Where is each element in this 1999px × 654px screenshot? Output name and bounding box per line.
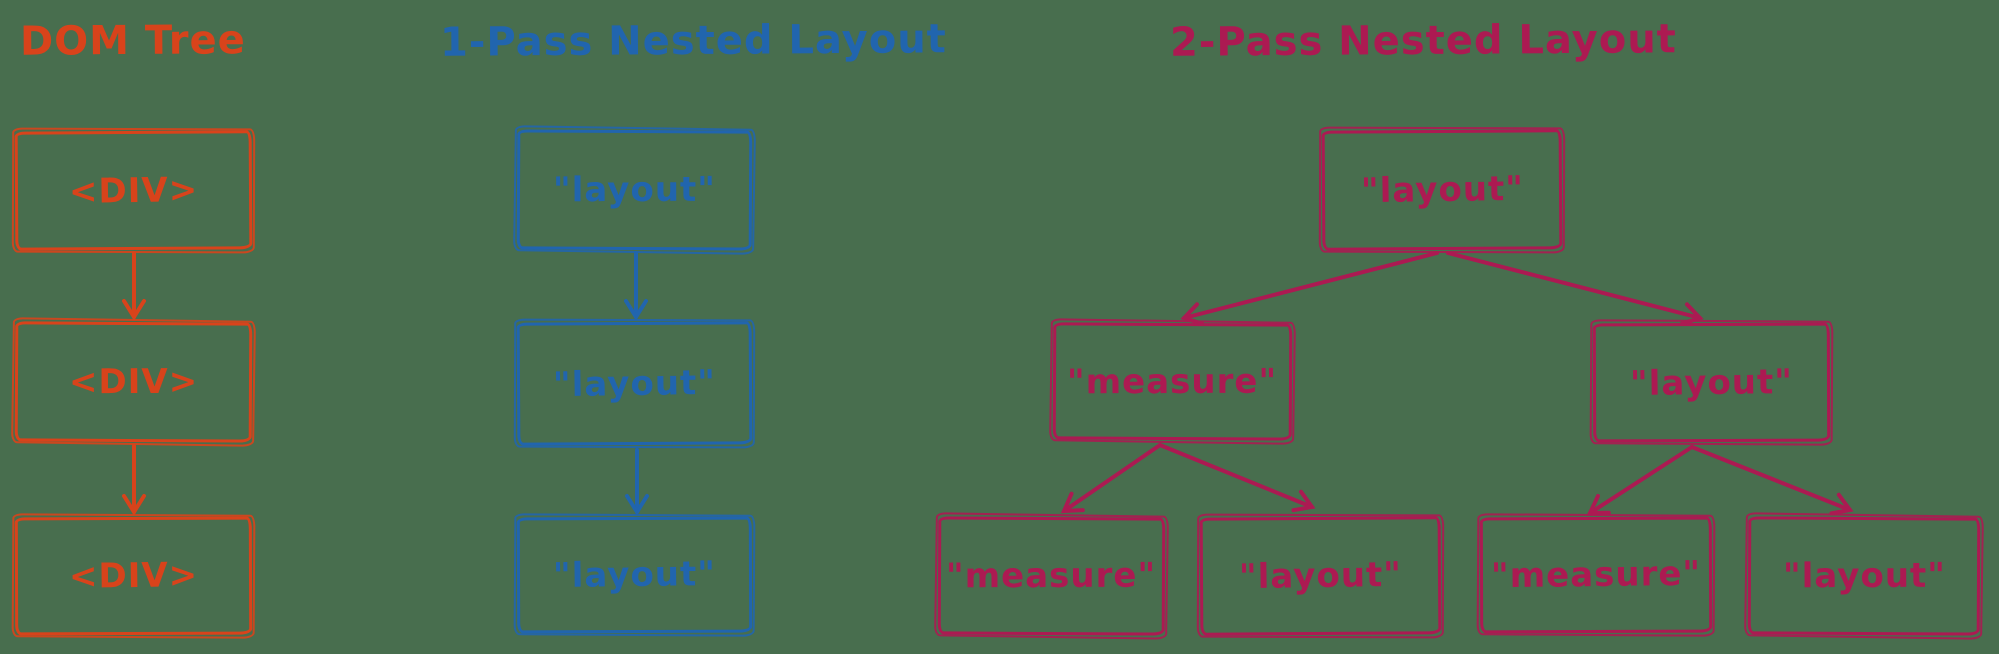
two-pass-leaf-measure-2-label: "measure" (1490, 553, 1702, 597)
two-pass-measure-node: "measure" (1052, 322, 1293, 441)
section-title-dom-tree: DOM Tree (19, 17, 246, 65)
two-pass-layout-node: "layout" (1592, 322, 1831, 443)
dom-tree-node-1: <DIV> (14, 130, 253, 251)
section-title-one-pass: 1-Pass Nested Layout (439, 16, 947, 66)
two-pass-leaf-measure-1-label: "measure" (946, 555, 1157, 597)
dom-tree-node-2-label: <DIV> (68, 361, 199, 403)
two-pass-root-label: "layout" (1360, 168, 1524, 212)
arrow-layout-to-leaf-measure (1586, 445, 1694, 516)
two-pass-measure-label: "measure" (1067, 361, 1278, 402)
dom-tree-node-2: <DIV> (14, 321, 253, 443)
one-pass-node-2: "layout" (516, 321, 753, 446)
arrow-layout-to-leaf-layout (1690, 445, 1854, 516)
two-pass-leaf-layout-1: "layout" (1199, 516, 1442, 636)
one-pass-node-1: "layout" (516, 129, 753, 251)
dom-tree-node-3: <DIV> (14, 516, 253, 636)
two-pass-leaf-measure-2: "measure" (1479, 516, 1713, 634)
one-pass-node-2-label: "layout" (552, 362, 717, 405)
arrow-measure-to-leaf-layout (1158, 443, 1316, 513)
arrow-measure-to-leaf-measure (1060, 443, 1162, 514)
one-pass-node-3: "layout" (516, 516, 753, 634)
one-pass-node-3-label: "layout" (552, 554, 717, 596)
two-pass-root-node: "layout" (1321, 129, 1563, 251)
dom-tree-node-1-label: <DIV> (68, 169, 199, 212)
dom-tree-node-3-label: <DIV> (68, 555, 199, 597)
arrow-root-to-measure (1180, 251, 1439, 326)
one-pass-node-1-label: "layout" (552, 169, 717, 211)
arrow-root-to-layout (1446, 251, 1704, 326)
two-pass-leaf-layout-2-label: "layout" (1782, 555, 1946, 597)
two-pass-layout-label: "layout" (1629, 361, 1794, 404)
section-title-two-pass: 2-Pass Nested Layout (1169, 16, 1677, 66)
two-pass-leaf-layout-2: "layout" (1747, 516, 1981, 636)
two-pass-leaf-layout-1-label: "layout" (1238, 554, 1403, 598)
two-pass-leaf-measure-1: "measure" (937, 516, 1166, 636)
